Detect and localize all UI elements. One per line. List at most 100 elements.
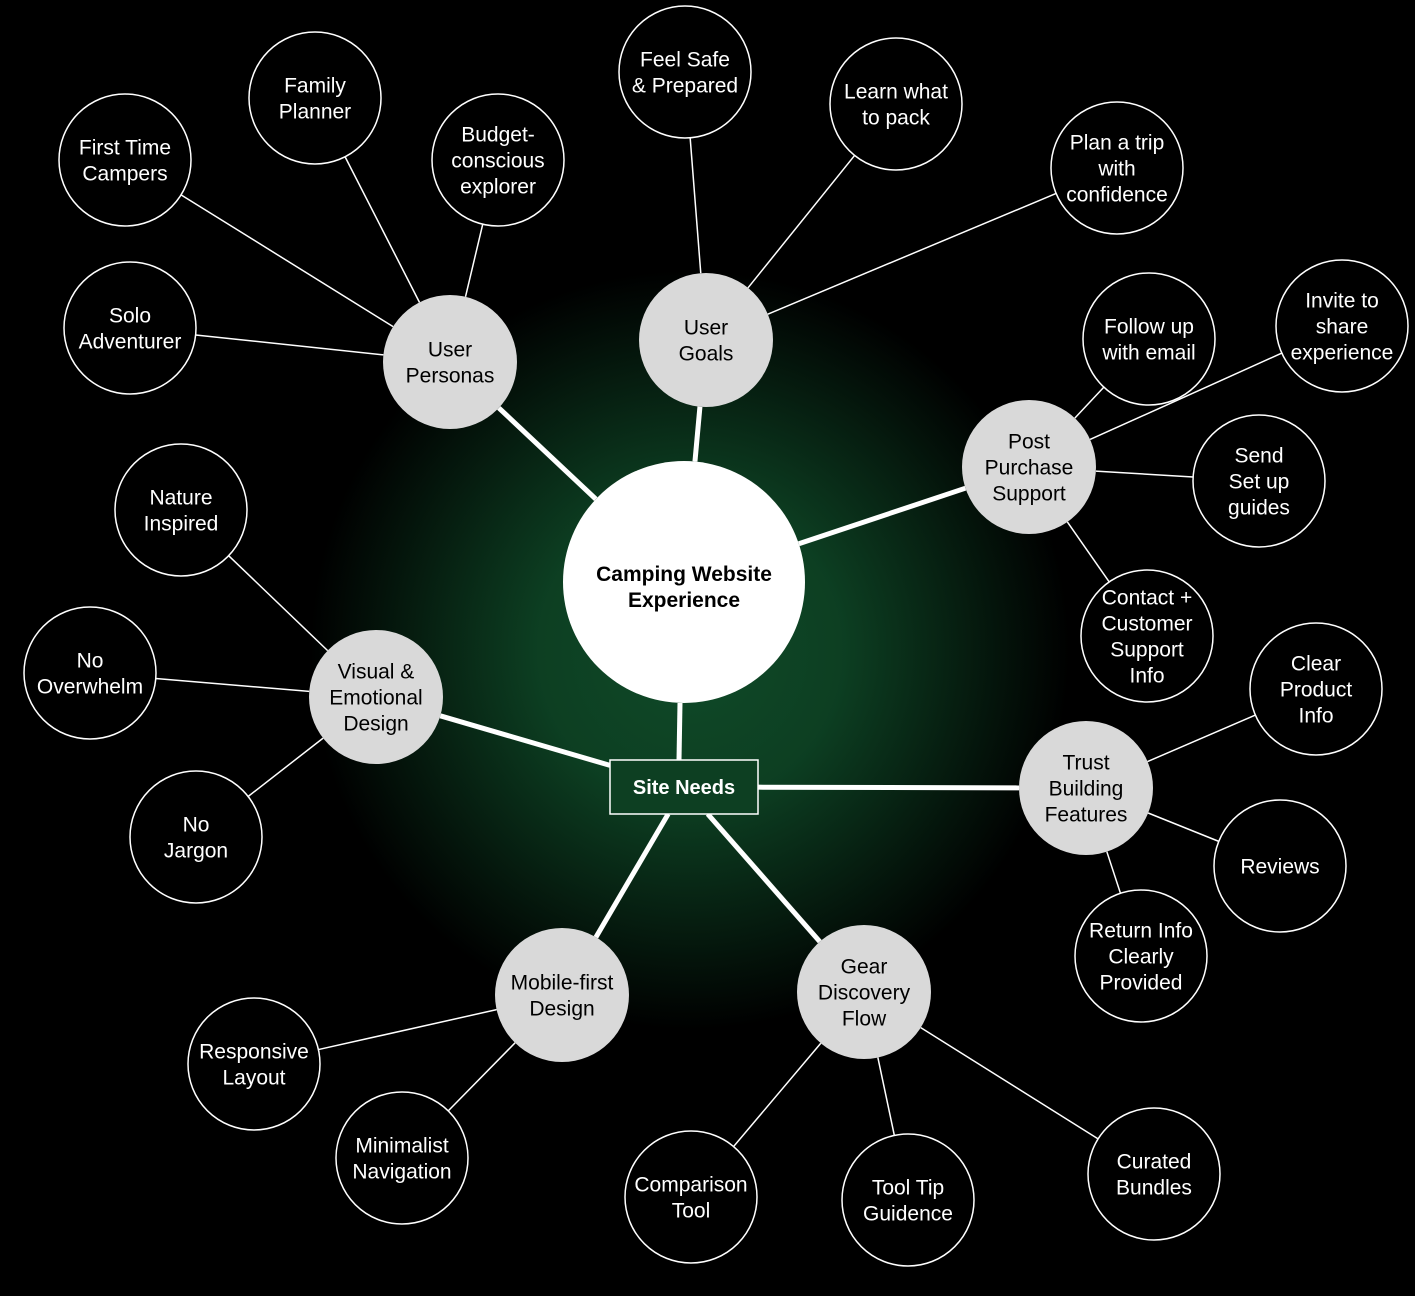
tool-tip-guidence-node — [841, 1133, 975, 1267]
responsive-layout-label-line: Responsive — [199, 1040, 309, 1063]
first-time-campers-link-line — [180, 194, 394, 328]
connector-lines — [155, 137, 1283, 1148]
feel-safe-prepared-link-line — [689, 137, 702, 274]
responsive-layout-link-line — [318, 1008, 497, 1051]
feel-safe-prepared-label-line: Feel Safe — [640, 48, 730, 71]
family-planner-node — [248, 31, 382, 165]
center-node — [563, 461, 805, 703]
comparison-tool-node — [624, 1130, 758, 1264]
invite-to-share-node — [1275, 259, 1409, 393]
responsive-layout-label-line: Layout — [222, 1066, 285, 1089]
curated-bundles-label-line: Bundles — [1116, 1176, 1192, 1199]
no-jargon-link-line — [247, 737, 324, 798]
gear-discovery-flow-label-line: Gear — [841, 955, 888, 978]
clear-product-info-label-line: Info — [1298, 704, 1333, 727]
mobile-first-design-label-line: Mobile-first — [511, 971, 614, 994]
feel-safe-prepared-label: Feel Safe & Prepared — [632, 48, 738, 97]
return-info-label-line: Return Info — [1089, 919, 1193, 942]
no-jargon-node — [129, 770, 263, 904]
trust-building-features-label-line: Building — [1049, 777, 1124, 800]
responsive-layout-node — [187, 997, 321, 1131]
send-setup-guides-label-line: Set up — [1229, 470, 1290, 493]
family-planner-label-line: Planner — [279, 100, 351, 123]
post-purchase-support-link-line — [798, 485, 967, 547]
tool-tip-guidence-label-line: Guidence — [863, 1202, 953, 1225]
no-overwhelm-node — [23, 606, 157, 740]
plan-a-trip-node — [1050, 101, 1184, 235]
trust-building-features-label-line: Trust — [1062, 751, 1109, 774]
tool-tip-guidence-link-line — [877, 1057, 896, 1136]
first-time-campers-label-line: Campers — [82, 162, 167, 185]
reviews-label-line: Reviews — [1240, 855, 1319, 878]
invite-to-share-label-line: Invite to — [1305, 289, 1379, 312]
feel-safe-prepared-label-line: & Prepared — [632, 74, 738, 97]
visual-emotional-design-label-line: Visual & — [338, 660, 415, 683]
tool-tip-guidence-label-line: Tool Tip — [872, 1176, 944, 1199]
curated-bundles-label-line: Curated — [1117, 1150, 1192, 1173]
solo-adventurer-label-line: Adventurer — [79, 330, 182, 353]
post-purchase-support-label-line: Post — [1008, 430, 1050, 453]
no-jargon-label-line: No — [183, 813, 210, 836]
contact-support-info-label-line: Contact + — [1102, 586, 1192, 609]
solo-adventurer-label-line: Solo — [109, 304, 151, 327]
comparison-tool-label-line: Comparison — [634, 1173, 747, 1196]
minimalist-navigation-link-line — [447, 1042, 516, 1112]
gear-discovery-flow-link-line — [705, 812, 822, 944]
clear-product-info-link-line — [1147, 714, 1256, 763]
plan-a-trip-label-line: confidence — [1066, 183, 1168, 206]
comparison-tool-link-line — [732, 1042, 822, 1148]
no-overwhelm-link-line — [155, 677, 310, 693]
minimalist-navigation-node — [335, 1091, 469, 1225]
send-setup-guides-node — [1192, 414, 1326, 548]
center-node-label-line: Experience — [628, 589, 740, 612]
trust-building-features-link-line — [757, 784, 1020, 791]
site-needs-hub — [609, 759, 759, 815]
trust-building-features-label-line: Features — [1045, 803, 1128, 826]
user-personas-node — [383, 295, 517, 429]
invite-to-share-label-line: experience — [1291, 341, 1394, 364]
clear-product-info-label-line: Product — [1280, 678, 1353, 701]
user-personas-label-line: User — [428, 338, 472, 361]
contact-support-info-node — [1080, 569, 1214, 703]
reviews-link-line — [1147, 812, 1220, 843]
budget-conscious-explorer-node — [431, 93, 565, 227]
follow-up-email-label-line: Follow up — [1104, 315, 1194, 338]
budget-conscious-explorer-label-line: Budget- — [461, 123, 535, 146]
minimalist-navigation-label-line: Navigation — [352, 1160, 451, 1183]
first-time-campers-label-line: First Time — [79, 136, 171, 159]
post-purchase-support-label-line: Support — [992, 482, 1066, 505]
gear-discovery-flow-label-line: Discovery — [818, 981, 911, 1004]
site-needs-hub-label: Site Needs — [633, 777, 735, 799]
gear-discovery-flow-label-line: Flow — [842, 1007, 887, 1030]
minimalist-navigation-label-line: Minimalist — [355, 1134, 449, 1157]
first-time-campers-node — [58, 93, 192, 227]
no-jargon-label-line: Jargon — [164, 839, 228, 862]
return-info-label-line: Clearly — [1108, 945, 1174, 968]
mobile-first-design-node — [495, 928, 629, 1062]
return-info-node — [1074, 889, 1208, 1023]
contact-support-info-label-line: Customer — [1101, 612, 1192, 635]
family-planner-link-line — [344, 156, 421, 303]
visual-emotional-design-node — [309, 630, 443, 764]
user-goals-link-line — [692, 406, 703, 462]
contact-support-info-label-line: Info — [1129, 664, 1164, 687]
plan-a-trip-label-line: with — [1097, 157, 1135, 180]
return-info-label-line: Provided — [1100, 971, 1183, 994]
